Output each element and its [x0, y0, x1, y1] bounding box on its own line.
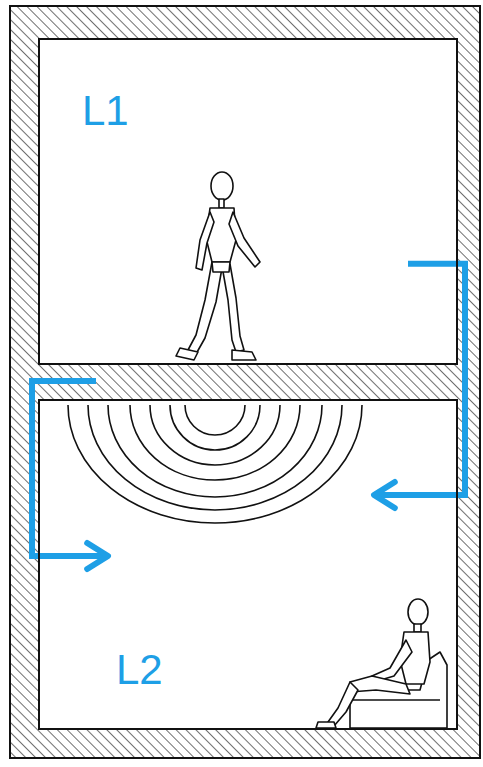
room: L2 — [38, 399, 458, 730]
room-label: L1 — [82, 90, 129, 132]
seated-figure — [316, 599, 447, 728]
sound-waves — [68, 405, 362, 523]
room-ground — [38, 399, 458, 730]
flanking-arrow — [32, 381, 108, 569]
room-label: L2 — [116, 649, 163, 691]
walking-figure — [176, 172, 260, 360]
flanking-arrow — [374, 264, 465, 508]
wall-hatching — [10, 6, 480, 758]
room-ground — [38, 38, 458, 365]
room: L1 — [38, 38, 458, 365]
